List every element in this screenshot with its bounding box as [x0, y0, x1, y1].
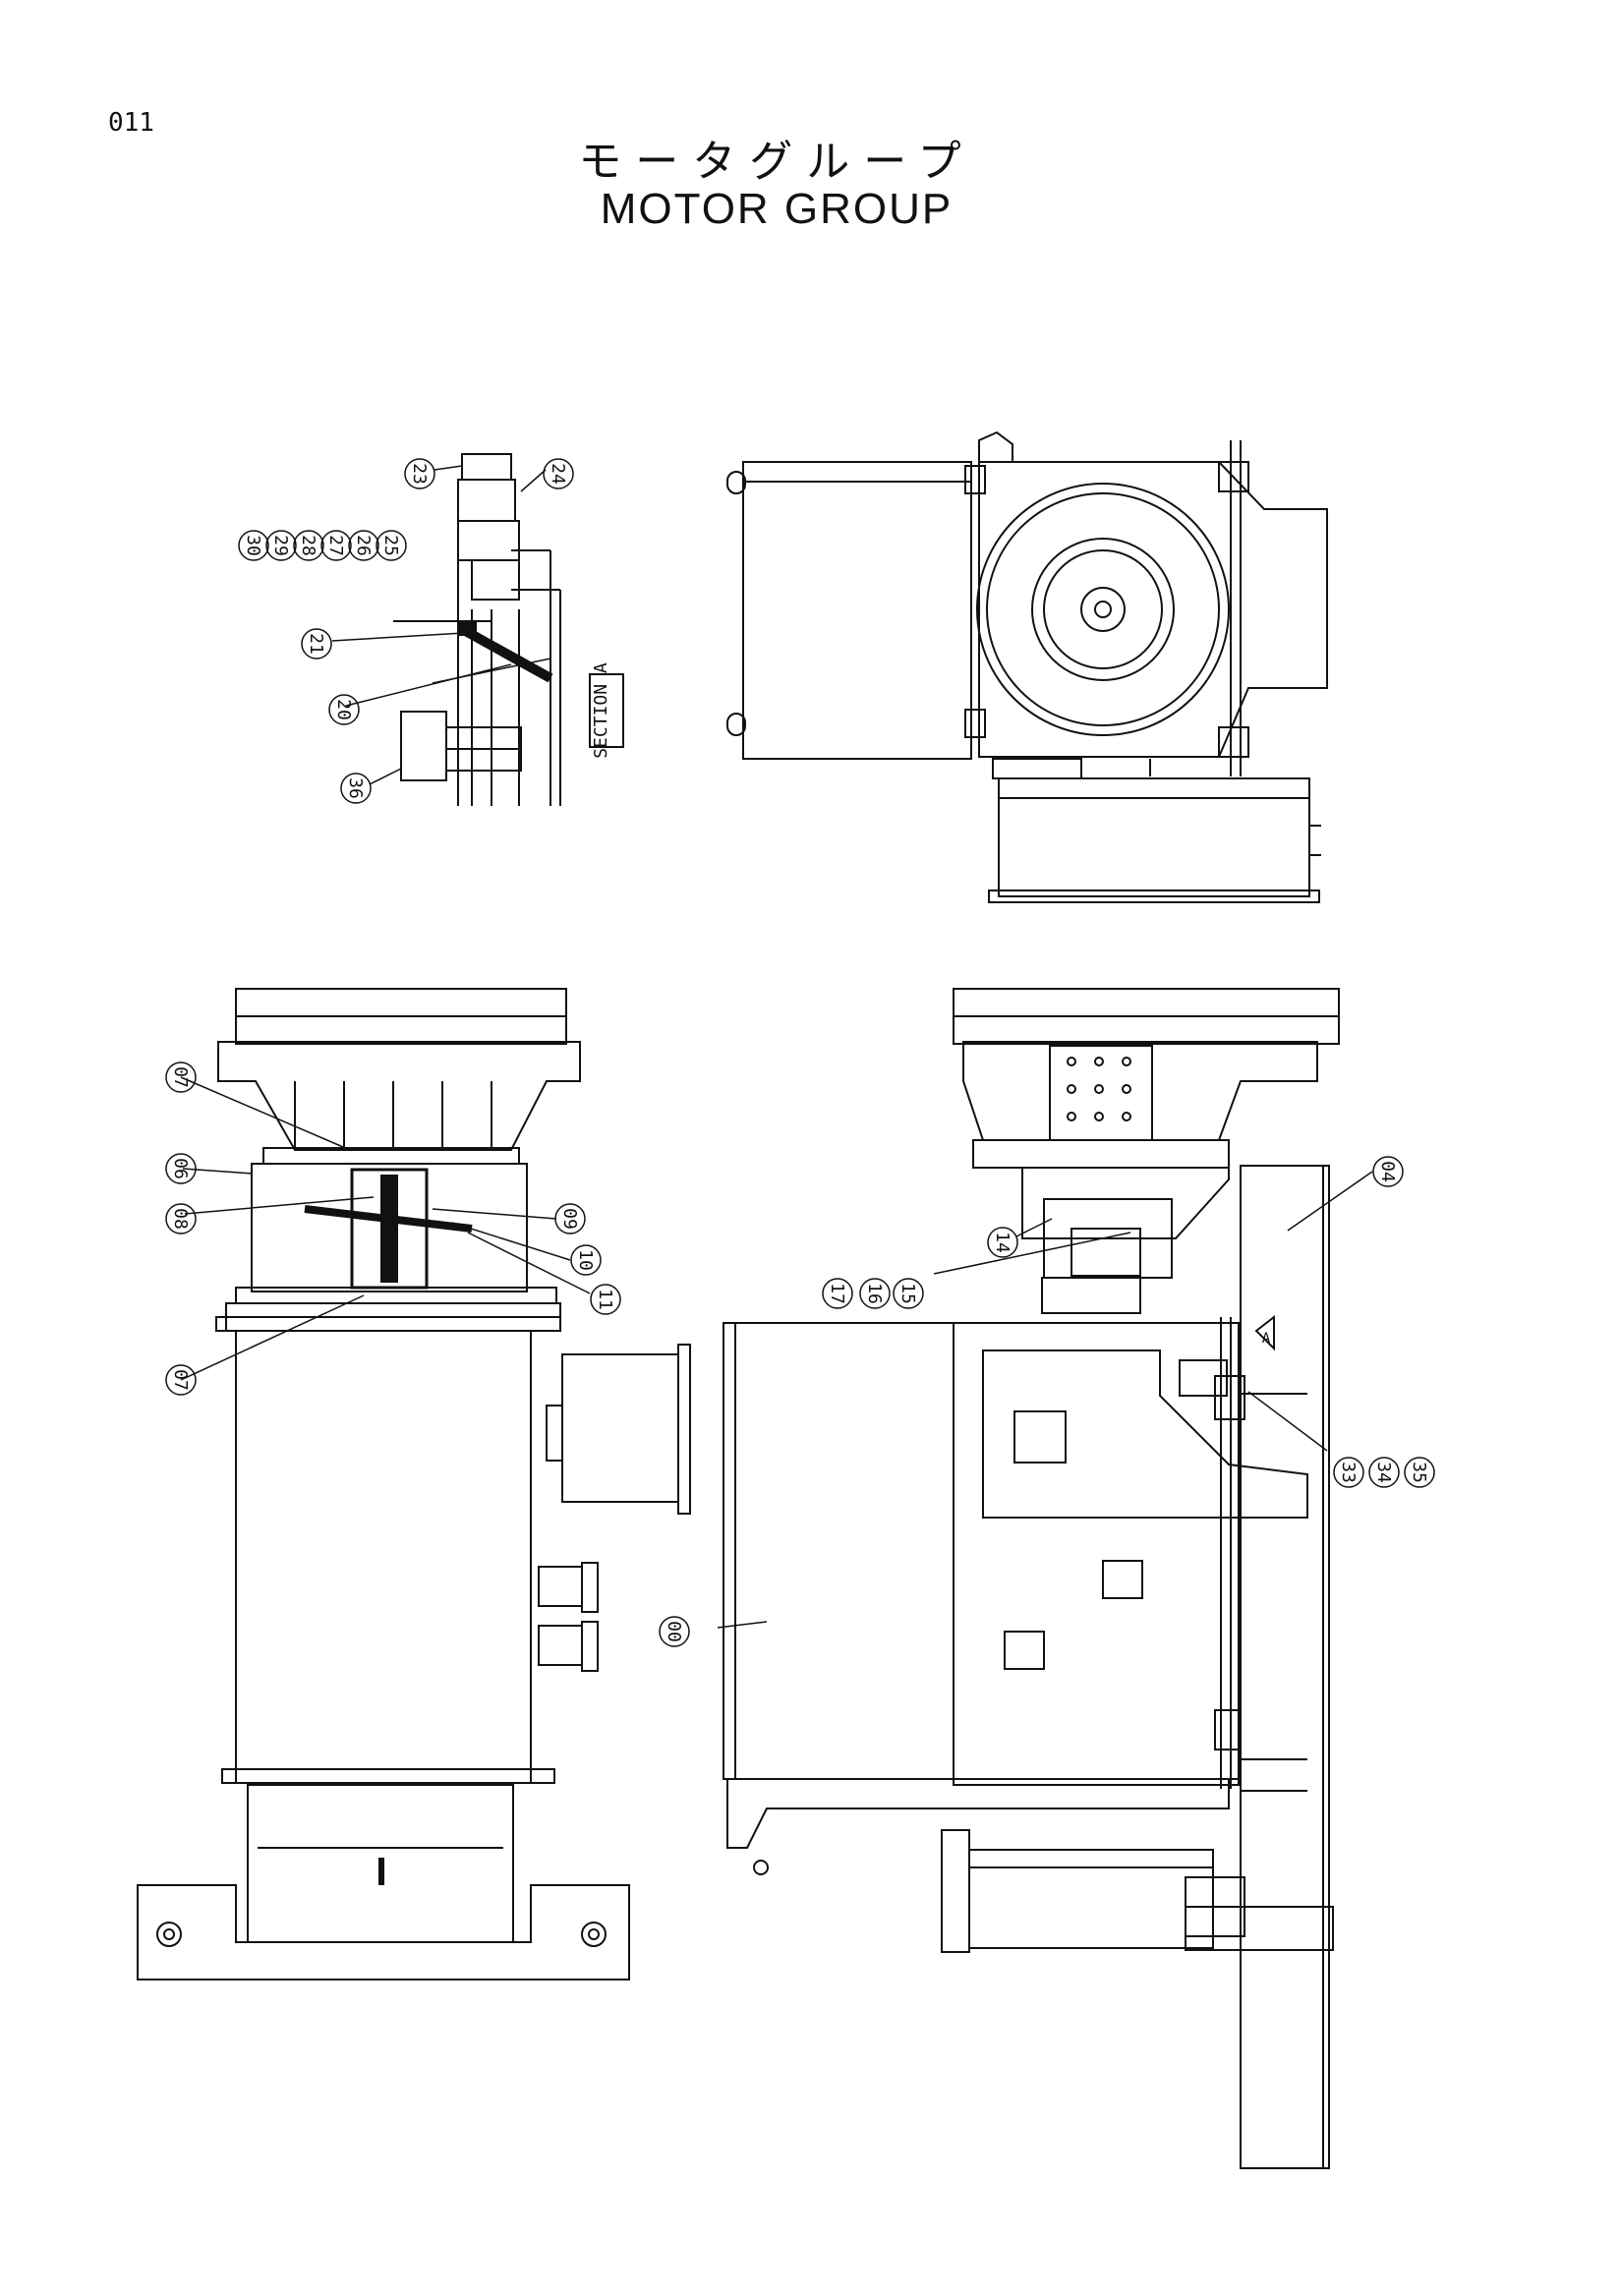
callout-00-label: 00	[664, 1621, 684, 1642]
callout-11	[590, 1284, 621, 1315]
callout-08	[165, 1203, 197, 1234]
callout-34	[1368, 1457, 1400, 1488]
callout-25	[376, 530, 407, 561]
callout-11-label: 11	[595, 1289, 615, 1310]
callout-36-label: 36	[345, 777, 366, 799]
callout-28	[293, 530, 324, 561]
callout-33-label: 33	[1338, 1462, 1359, 1483]
callout-27-label: 27	[325, 535, 346, 556]
callout-20	[328, 694, 360, 725]
callout-20-label: 20	[333, 699, 354, 720]
callout-24	[543, 458, 574, 489]
callout-21-label: 21	[306, 633, 326, 655]
callout-35-label: 35	[1409, 1462, 1429, 1483]
callout-17	[822, 1278, 853, 1309]
callout-16	[859, 1278, 891, 1309]
callout-27	[320, 530, 352, 561]
title-japanese: モータグループ	[578, 137, 975, 187]
callout-35	[1404, 1457, 1435, 1488]
callout-33	[1333, 1457, 1364, 1488]
callout-25-label: 25	[380, 535, 401, 556]
detail-section-a	[393, 453, 624, 806]
section-a-label: SECTION A	[591, 662, 611, 759]
callout-09-label: 09	[559, 1208, 580, 1230]
callout-23	[404, 458, 435, 489]
callout-06	[165, 1153, 197, 1184]
callout-04	[1372, 1156, 1404, 1187]
callout-08-label: 08	[170, 1208, 191, 1230]
callouts	[165, 458, 1435, 1647]
callout-06-label: 06	[170, 1158, 191, 1179]
callout-17-label: 17	[827, 1283, 847, 1304]
callout-34-label: 34	[1373, 1462, 1394, 1483]
callout-07-a	[165, 1062, 197, 1093]
callout-21	[301, 628, 332, 660]
callout-09	[554, 1203, 586, 1234]
callout-16-label: 16	[864, 1283, 885, 1304]
callout-14-label: 14	[992, 1232, 1012, 1253]
callout-10	[570, 1244, 602, 1276]
callout-28-label: 28	[298, 535, 318, 556]
page-number: 011	[108, 108, 154, 138]
callout-10-label: 10	[575, 1249, 596, 1271]
callout-14	[987, 1227, 1018, 1258]
callout-07-a-label: 07	[170, 1066, 191, 1088]
callout-30	[238, 530, 269, 561]
motor-top-view	[726, 430, 1328, 903]
section-arrow-label: A	[1262, 1331, 1271, 1347]
callout-24-label: 24	[548, 463, 568, 485]
callout-15-label: 15	[897, 1283, 918, 1304]
callout-26-label: 26	[353, 535, 374, 556]
callout-30-label: 30	[243, 535, 263, 556]
callout-04-label: 04	[1377, 1161, 1398, 1182]
callout-15	[893, 1278, 924, 1309]
motor-side-view	[137, 988, 691, 1980]
callout-36	[340, 773, 372, 804]
callout-26	[348, 530, 379, 561]
callout-00	[659, 1616, 690, 1647]
callout-07-b-label: 07	[170, 1369, 191, 1391]
title-english: MOTOR GROUP	[600, 185, 954, 233]
callout-29	[265, 530, 297, 561]
section-a-box	[589, 673, 624, 748]
callout-07-b	[165, 1364, 197, 1396]
motor-front-view	[723, 988, 1340, 2169]
leader-lines	[180, 465, 1373, 1629]
callout-29-label: 29	[270, 535, 291, 556]
callout-23-label: 23	[409, 463, 430, 485]
